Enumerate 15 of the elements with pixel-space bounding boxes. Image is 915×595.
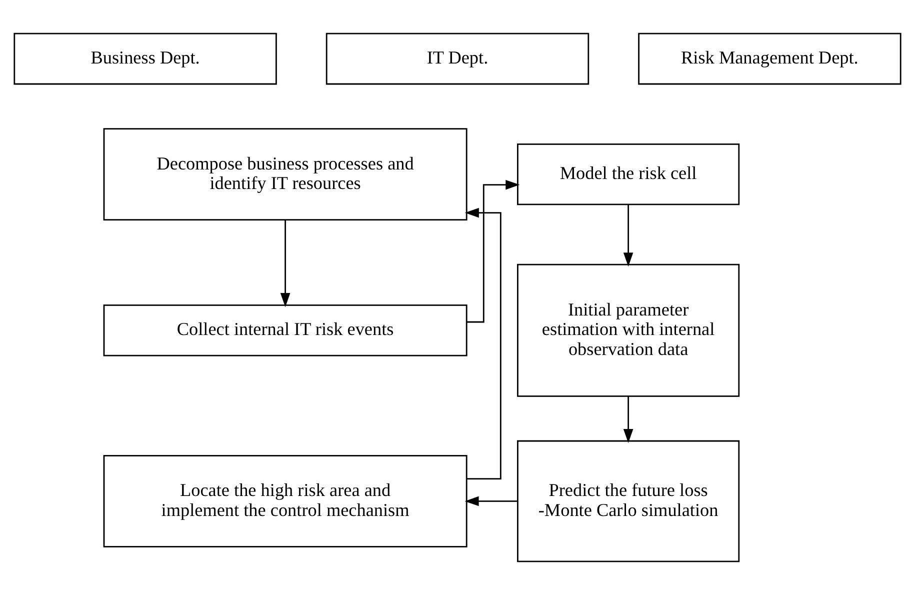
arrow	[623, 396, 634, 444]
node-box: Risk Management Dept.	[638, 32, 902, 85]
arrow	[464, 496, 518, 506]
node-box: Business Dept.	[14, 32, 277, 85]
arrow	[280, 220, 290, 308]
node-box: Model the risk cell	[517, 144, 740, 206]
node-box: Initial parameter estimation with internal observation data	[517, 264, 740, 397]
arrow	[623, 204, 634, 267]
node-box: Locate the high risk area and implement the control mechanism	[103, 455, 468, 548]
node-box: Predict the future loss -Monte Carlo simulation	[517, 440, 740, 562]
node-box: Decompose business processes and identify IT resources	[103, 128, 468, 220]
arrow	[466, 180, 520, 323]
node-box: IT Dept.	[326, 32, 590, 85]
node-box: Collect internal IT risk events	[103, 304, 468, 356]
arrow	[464, 208, 502, 480]
